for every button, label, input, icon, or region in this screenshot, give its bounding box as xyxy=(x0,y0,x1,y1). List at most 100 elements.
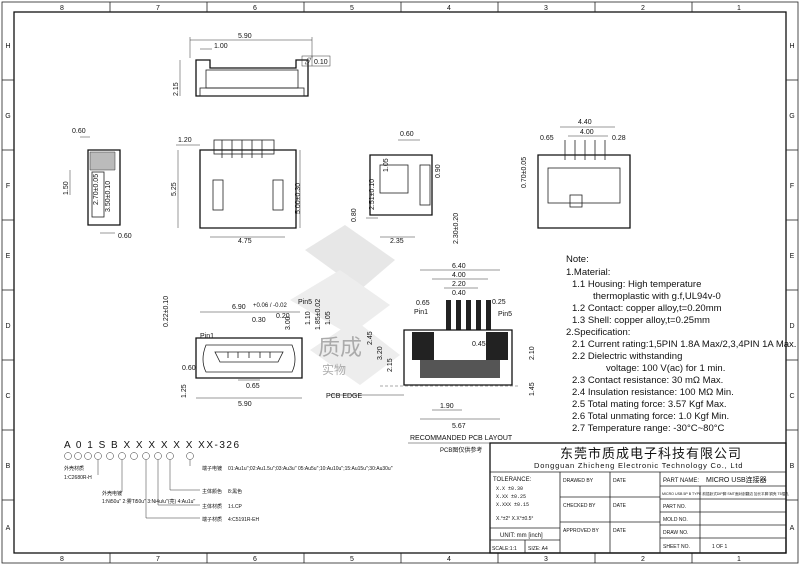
row-label: F xyxy=(790,183,794,190)
legend-label: 主体材质 xyxy=(202,503,222,510)
dim-label: 1.05 xyxy=(325,311,332,325)
note-line: 1.1 Housing: High temperature xyxy=(572,279,701,290)
drawed-by-label: DRAWED BY xyxy=(563,478,594,484)
top-view: 5.90 1.00 2.15 0.10 xyxy=(173,33,331,97)
dim-label: 2.45 xyxy=(367,331,374,345)
dim-label: 5.67 xyxy=(452,423,466,430)
side-view: 0.60 1.05 0.90 2.51±0.10 2.35 2.30±0.20 … xyxy=(351,131,460,245)
dim-label: 1.00 xyxy=(214,43,228,50)
col-label: 4 xyxy=(447,556,451,563)
dim-label: 0.20 xyxy=(276,313,290,320)
checked-by-label: CHECKED BY xyxy=(563,503,596,509)
col-label: 7 xyxy=(156,5,160,12)
dim-label: 2.35 xyxy=(390,238,404,245)
col-label: 5 xyxy=(350,556,354,563)
row-label: H xyxy=(789,43,794,50)
row-label: G xyxy=(5,113,10,120)
dim-label: 0.80 xyxy=(351,208,358,222)
col-label: 2 xyxy=(641,556,645,563)
dim-label: 2.51±0.10 xyxy=(369,179,376,210)
dim-label: 2.15 xyxy=(173,82,180,96)
dim-label: 1.50 xyxy=(63,181,70,195)
col-label: 1 xyxy=(737,5,741,12)
unit-label: UNIT: mm [inch] xyxy=(500,533,543,539)
dim-label: 0.60 xyxy=(400,131,414,138)
legend-value: 8:黑色 xyxy=(228,488,242,495)
pcb-layout-title: RECOMMANDED PCB LAYOUT xyxy=(410,435,513,442)
dim-label: 4.00 xyxy=(580,129,594,136)
dim-label: 3.50±0.10 xyxy=(105,181,112,212)
note-line: thermoplastic with g.f,UL94v-0 xyxy=(593,291,721,302)
dim-label: 4.00 xyxy=(452,272,466,279)
dim-label: 4.40 xyxy=(578,119,592,126)
pin5-label: Pin5 xyxy=(298,299,312,306)
col-label: 5 xyxy=(350,5,354,12)
watermark-logo: 质成 实物 xyxy=(290,225,400,385)
dim-label: 1.20 xyxy=(178,137,192,144)
legend-value: 1:Ni50u'' 2:雾Ti50u'' 3:Ni4u/u''(亮) 4:Au1… xyxy=(102,498,195,505)
dim-label: 0.70±0.05 xyxy=(521,157,528,188)
dim-label: 5.90 xyxy=(238,33,252,40)
dim-label: 0.65 xyxy=(540,135,554,142)
col-label: 8 xyxy=(60,556,64,563)
flatness-value: 0.10 xyxy=(314,59,328,66)
front-view: 1.20 5.25 5.00±0.30 4.75 xyxy=(171,137,302,245)
part-name-value: MICRO USB连接器 xyxy=(706,475,767,484)
row-label: E xyxy=(790,253,795,260)
row-label: C xyxy=(789,393,794,400)
part-description: MICRO USB 5P B TYPE 前插卧式DIP脚 SMT面对剖翻边 加长… xyxy=(662,491,789,496)
pcb-layout-note: PCB图仅供参考 xyxy=(440,446,482,454)
dim-label: 0.60 xyxy=(118,233,132,240)
note-line: 1.3 Shell: copper alloy,t=0.25mm xyxy=(572,315,710,326)
pcb-layout: 6.40 4.00 2.20 0.40 0.65 Pin1 Pin5 0.25 … xyxy=(326,263,536,454)
dim-label: 0.90 xyxy=(435,164,442,178)
dim-label: 2.10 xyxy=(529,346,536,360)
row-label: C xyxy=(5,393,10,400)
date-label: DATE xyxy=(613,478,627,484)
pcb-pin5: Pin5 xyxy=(498,311,512,318)
date-label: DATE xyxy=(613,528,627,534)
dim-label: 4.75 xyxy=(238,238,252,245)
col-label: 8 xyxy=(60,5,64,12)
approved-by-label: APPROVED BY xyxy=(563,528,600,534)
dim-label: 5.90 xyxy=(238,401,252,408)
tolerance-title: TOLERANCE: xyxy=(493,477,532,483)
dim-label: 2.30±0.20 xyxy=(453,213,460,244)
dim-label: 6.90 xyxy=(232,304,246,311)
row-label: E xyxy=(6,253,11,260)
notes-title: Note: xyxy=(566,254,589,265)
legend-label: 外壳电镀 xyxy=(102,490,122,497)
tolerance-row: X.XX ±0.25 xyxy=(496,494,526,500)
draw-no-label: DRAW NO. xyxy=(663,530,688,536)
tolerance-row: X.X ±0.30 xyxy=(496,486,523,492)
pcb-pin1: Pin1 xyxy=(414,309,428,316)
legend-value: 1:LCP xyxy=(228,504,243,510)
note-line: 2.2 Dielectric withstanding xyxy=(572,351,682,362)
dim-label: 1.85±0.02 xyxy=(315,299,322,330)
company-name-en: Dongguan Zhicheng Electronic Technology … xyxy=(534,461,743,470)
dim-tol: +0.06 / -0.02 xyxy=(253,303,288,309)
sheet-no-value: 1 OF 1 xyxy=(712,544,728,550)
mouth-view: 6.90 +0.06 / -0.02 0.30 0.20 0.22±0.10 P… xyxy=(163,296,332,408)
note-line: 2.5 Total mating force: 3.57 Kgf Max. xyxy=(572,399,727,410)
note-line: 1.2 Contact: copper alloy,t=0.20mm xyxy=(572,303,722,314)
row-label: A xyxy=(790,525,795,532)
part-no-label: PART NO. xyxy=(663,504,686,510)
col-label: 6 xyxy=(253,556,257,563)
dim-label: 1.25 xyxy=(181,384,188,398)
col-label: 3 xyxy=(544,556,548,563)
part-code: A 0 1 S B X X X X X X XX-326 xyxy=(64,440,241,451)
note-line: 2.7 Temperature range: -30°C~80°C xyxy=(572,423,725,434)
size-label: SIZE: A4 xyxy=(528,546,548,552)
watermark-text: 质成 xyxy=(318,335,362,360)
row-label: D xyxy=(789,323,794,330)
dim-label: 5.00±0.30 xyxy=(295,183,302,214)
note-line: 1.Material: xyxy=(566,267,610,278)
pcb-edge-label: PCB EDGE xyxy=(326,393,363,400)
dim-label: 3.20 xyxy=(377,346,384,360)
pin1-label: Pin1 xyxy=(200,333,214,340)
dim-label: 1.05 xyxy=(383,158,390,172)
dim-label: 0.25 xyxy=(492,299,506,306)
